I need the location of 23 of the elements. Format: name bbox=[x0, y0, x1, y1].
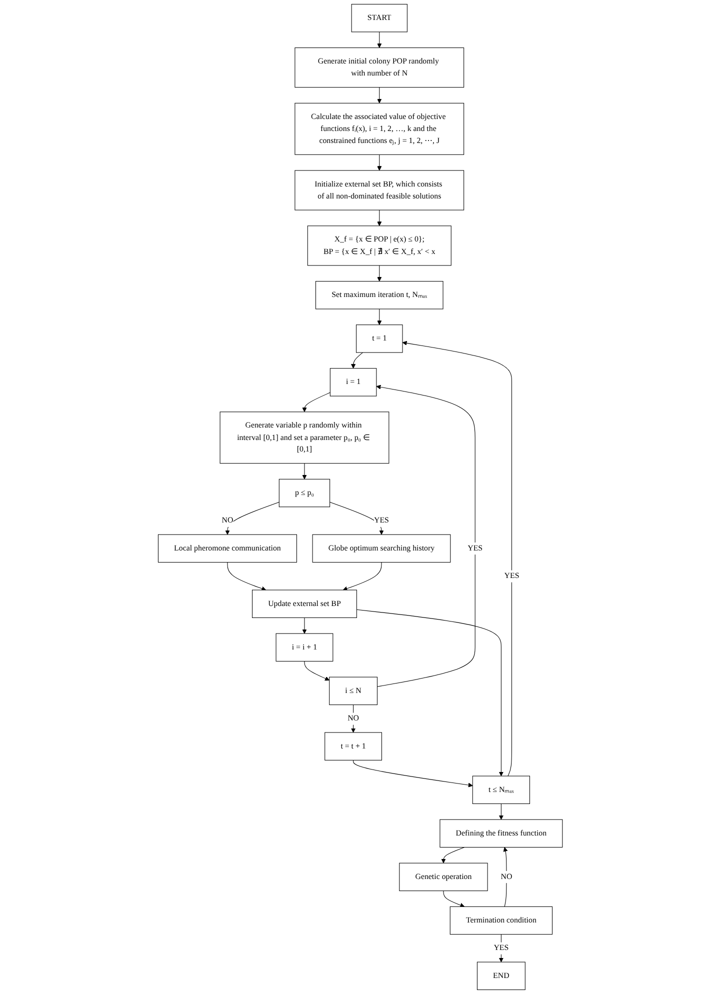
arrow bbox=[376, 308, 382, 326]
arrow bbox=[376, 154, 382, 171]
arrow bbox=[376, 210, 382, 226]
arrow bbox=[350, 704, 356, 733]
arrow bbox=[302, 392, 330, 412]
arrow bbox=[402, 340, 512, 776]
arrow bbox=[224, 502, 280, 535]
arrow bbox=[352, 760, 473, 788]
arrow bbox=[502, 847, 508, 907]
arrow bbox=[302, 617, 306, 634]
arrow bbox=[376, 87, 382, 104]
arrow bbox=[376, 384, 476, 687]
arrow bbox=[329, 502, 384, 535]
arrow bbox=[302, 463, 306, 480]
arrow bbox=[342, 562, 382, 591]
arrow bbox=[304, 660, 330, 681]
arrow bbox=[376, 32, 382, 48]
arrow bbox=[442, 890, 464, 908]
arrow bbox=[226, 562, 266, 591]
arrow bbox=[356, 609, 504, 776]
arrow bbox=[498, 803, 504, 820]
arrow bbox=[376, 265, 382, 282]
arrow bbox=[350, 352, 363, 369]
